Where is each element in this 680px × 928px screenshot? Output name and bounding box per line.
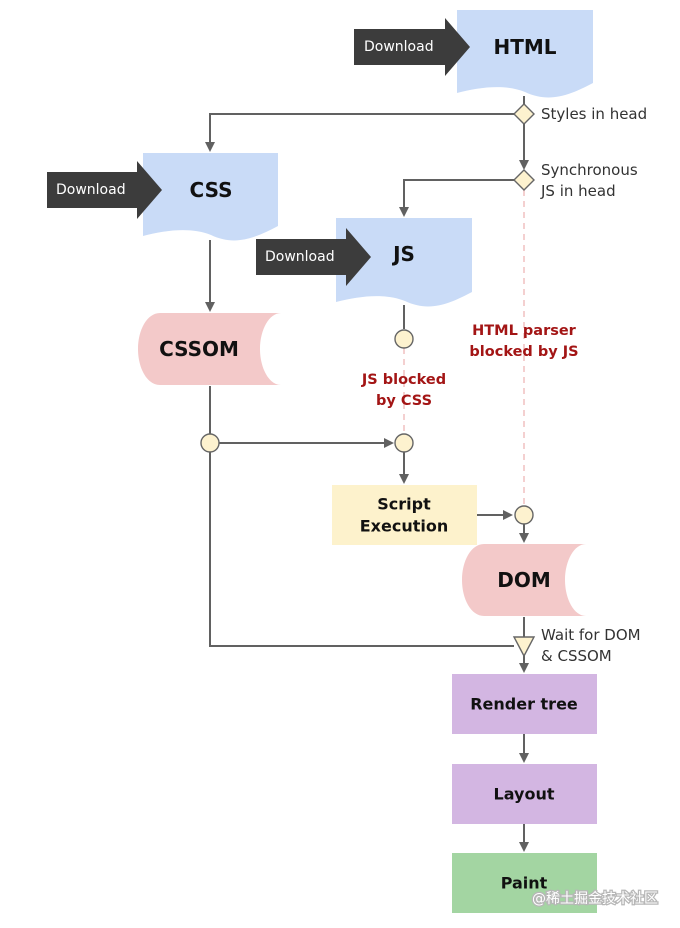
styles-in-head-label: Styles in head [541, 105, 647, 123]
wait-label-line1: Wait for DOM [541, 626, 641, 644]
layout-label: Layout [494, 785, 555, 804]
cssom-node-label: CSSOM [159, 337, 239, 361]
watermark: @稀土掘金技术社区 [532, 891, 658, 907]
sync-js-label-line2: JS in head [540, 182, 616, 200]
sync-js-to-js-line [399, 179, 514, 217]
paint-box [452, 853, 597, 913]
paint-label: Paint [501, 874, 548, 893]
html-download-arrow [354, 18, 470, 76]
js-download-label: Download [265, 249, 335, 265]
html-node-label: HTML [493, 35, 556, 59]
parser-resume-dot [514, 505, 534, 525]
js-node-label: JS [391, 242, 415, 266]
styles-in-head-decision-icon [513, 103, 535, 125]
cssom-to-wait-line [209, 452, 514, 647]
css-node-label: CSS [190, 178, 233, 202]
cssom-store-shape [138, 313, 281, 385]
render-tree-label: Render tree [470, 695, 578, 714]
cssom-ready-dot [200, 433, 220, 453]
wait-for-dom-cssom-triangle-icon [512, 636, 536, 658]
layout-box [452, 764, 597, 824]
sync-js-label-line1: Synchronous [541, 161, 638, 179]
js-wait-dot [394, 433, 414, 453]
css-download-label: Download [56, 182, 126, 198]
dom-store-shape [462, 544, 586, 616]
dom-node-label: DOM [497, 568, 551, 592]
js-ready-dot [394, 329, 414, 349]
script-execution-box [332, 485, 477, 545]
css-document-shape [143, 153, 278, 241]
parser-blocked-label-line2: blocked by JS [469, 344, 578, 360]
js-document-shape [336, 218, 472, 307]
sync-js-decision-icon [513, 169, 535, 191]
render-tree-box [452, 674, 597, 734]
js-download-arrow [256, 228, 371, 286]
html-document-shape [457, 10, 593, 98]
parser-blocked-label-line1: HTML parser [472, 323, 577, 339]
css-download-arrow [47, 161, 162, 219]
wait-label-line2: & CSSOM [541, 647, 612, 665]
styles-to-css-line [205, 113, 514, 152]
script-label-line1: Script [377, 495, 431, 514]
js-blocked-label-line1: JS blocked [361, 372, 446, 388]
script-label-line2: Execution [360, 517, 449, 536]
js-blocked-label-line2: by CSS [376, 393, 432, 409]
html-download-label: Download [364, 39, 434, 55]
